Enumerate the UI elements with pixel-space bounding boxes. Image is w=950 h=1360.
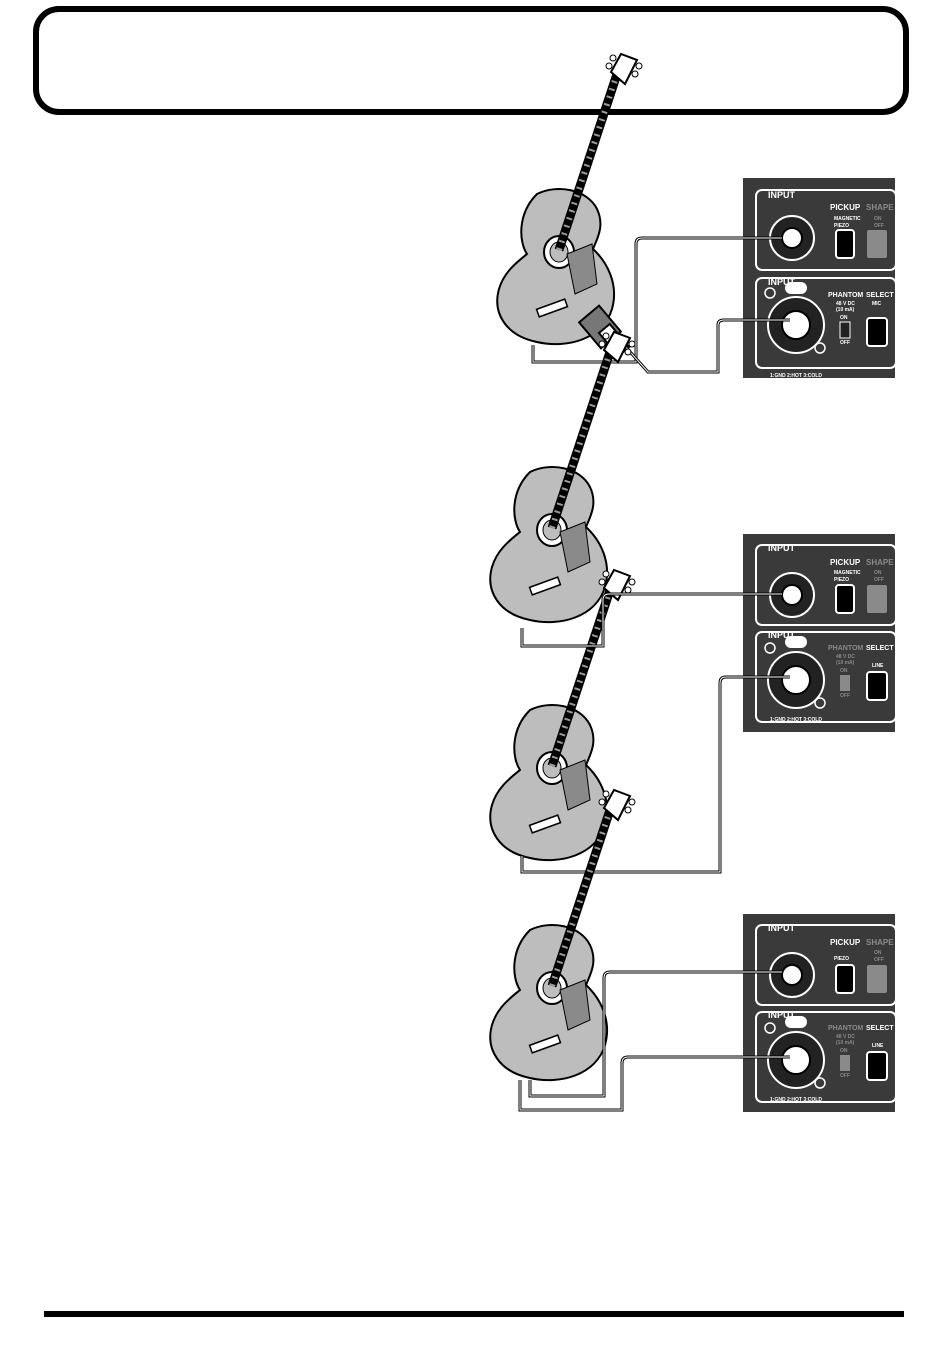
phantom-label: PHANTOM [828, 292, 863, 299]
phantom-on-label: ON [840, 1048, 848, 1054]
phantom-spec: (10 mA) [836, 307, 855, 313]
pin-note: 1:GND 2:HOT 3:COLD [770, 1097, 822, 1103]
shape-on-label: ON [874, 570, 882, 576]
shape-switch [867, 230, 887, 258]
input-label: INPUT [768, 630, 796, 640]
select-label: SELECT [866, 292, 894, 299]
phantom-on-label: ON [840, 315, 848, 321]
phantom-switch [840, 1055, 850, 1071]
phantom-switch [839, 321, 851, 339]
input-label: INPUT [768, 923, 796, 933]
title-box [33, 6, 909, 115]
magnetic-label: MAGNETIC [834, 570, 861, 576]
shape-on-label: ON [874, 950, 882, 956]
select-mic-label: MIC [872, 301, 882, 307]
select-switch [866, 1051, 888, 1081]
shape-switch [867, 585, 887, 613]
phantom-label: PHANTOM [828, 1025, 863, 1032]
select-switch [866, 671, 888, 701]
xlr-combo-jack [781, 1045, 811, 1075]
shape-label: SHAPE [866, 938, 894, 947]
diagram-1: INPUT INPUT PICKUP SHAPE MAGNETIC PIEZO … [497, 54, 897, 379]
pin-note: 1:GND 2:HOT 3:COLD [770, 373, 822, 379]
phantom-on-label: ON [840, 668, 848, 674]
pickup-switch [835, 229, 855, 259]
shape-label: SHAPE [866, 558, 894, 567]
shape-off-label: OFF [874, 577, 884, 583]
magnetic-label: MAGNETIC [834, 216, 861, 222]
piezo-label: PIEZO [834, 223, 849, 229]
pin-note: 1:GND 2:HOT 3:COLD [770, 717, 822, 723]
xlr-combo-jack [781, 310, 811, 340]
pickup-label: PICKUP [830, 203, 861, 212]
phantom-off-label: OFF [840, 1073, 850, 1079]
phantom-switch [840, 675, 850, 691]
input-panel: INPUT INPUT PICKUP SHAPE MAGNETIC PIEZO … [743, 534, 897, 732]
phantom-off-label: OFF [840, 693, 850, 699]
select-label: SELECT [866, 645, 894, 652]
select-label: SELECT [866, 1025, 894, 1032]
diagram-3: INPUT INPUT PICKUP SHAPE PIEZO ON OFF PH… [490, 790, 897, 1112]
shape-off-label: OFF [874, 223, 884, 229]
pickup-label: PICKUP [830, 938, 861, 947]
xlr-combo-jack [781, 665, 811, 695]
input-label: INPUT [768, 190, 796, 200]
footer-rule [44, 1311, 904, 1317]
pickup-switch [835, 964, 855, 994]
shape-on-label: ON [874, 216, 882, 222]
shape-off-label: OFF [874, 957, 884, 963]
shape-label: SHAPE [866, 203, 894, 212]
pickup-label: PICKUP [830, 558, 861, 567]
phantom-spec: 48 V DC [836, 1034, 855, 1040]
phantom-label: PHANTOM [828, 645, 863, 652]
phone-jack [781, 227, 803, 249]
input-label: INPUT [768, 543, 796, 553]
piezo-label: PIEZO [834, 577, 849, 583]
acoustic-guitar [497, 54, 642, 344]
select-line-label: LINE [872, 1043, 884, 1049]
shape-switch [867, 965, 887, 993]
phantom-spec: 48 V DC [836, 654, 855, 660]
pickup-switch [835, 584, 855, 614]
phantom-off-label: OFF [840, 340, 850, 346]
input-label: INPUT [768, 277, 796, 287]
input-label: INPUT [768, 1010, 796, 1020]
select-switch [866, 317, 888, 347]
input-panel: INPUT INPUT PICKUP SHAPE PIEZO ON OFF PH… [743, 914, 897, 1112]
phantom-spec: (10 mA) [836, 1040, 855, 1046]
piezo-label: PIEZO [834, 956, 849, 962]
phantom-spec: 48 V DC [836, 301, 855, 307]
select-line-label: LINE [872, 663, 884, 669]
phone-jack [781, 584, 803, 606]
phone-jack [781, 964, 803, 986]
diagram-2: INPUT INPUT PICKUP SHAPE MAGNETIC PIEZO … [490, 332, 897, 874]
input-panel: INPUT INPUT PICKUP SHAPE MAGNETIC PIEZO … [743, 178, 897, 379]
phantom-spec: (10 mA) [836, 660, 855, 666]
